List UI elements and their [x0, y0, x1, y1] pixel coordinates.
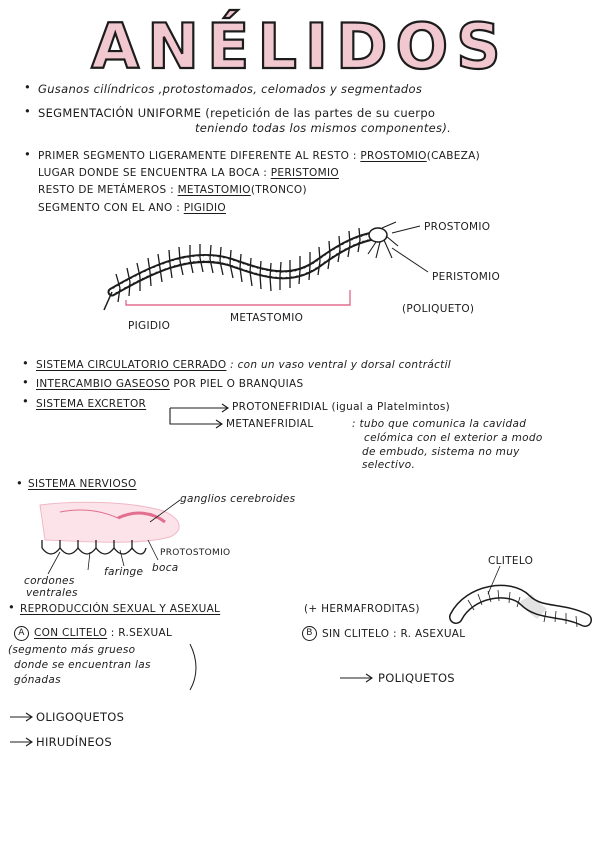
segment-text: (TRONCO) [250, 184, 307, 196]
poliquetos-label: POLIQUETOS [378, 671, 455, 685]
excretory-term: SISTEMA EXCRETOR [36, 398, 147, 410]
label-metastomio: METASTOMIO [230, 312, 304, 324]
option-b-desc: : R. ASEXUAL [392, 628, 466, 640]
label-prostomio: PROSTOMIO [424, 221, 491, 233]
option-b-label: SIN CLITELO [322, 628, 390, 640]
option-a-mark: A [14, 626, 29, 641]
segment-line-3: RESTO DE METÁMEROS : METASTOMIO(TRONCO) [38, 184, 307, 196]
option-b-mark: B [302, 626, 317, 641]
option-a-desc: : R.SEXUAL [110, 627, 173, 639]
bullet-dot: • [22, 375, 30, 389]
excretory-proto: PROTONEFRIDIAL (igual a Platelmintos) [232, 401, 451, 413]
bullet-dot: • [24, 147, 32, 161]
option-a-note-3: gónadas [14, 674, 61, 686]
gas-exchange-term: INTERCAMBIO GASEOSO [36, 378, 170, 390]
excretory-meta: METANEFRIDIAL [226, 418, 314, 430]
gas-exchange-desc: POR PIEL O BRANQUIAS [173, 378, 304, 390]
label-protostomio: PROTOSTOMIO [160, 548, 231, 558]
label-cordones-1: cordones [24, 575, 75, 587]
intro-line2a: SEGMENTACIÓN UNIFORME (repetición de las… [38, 106, 436, 120]
label-poliqueto: (POLIQUETO) [402, 303, 475, 315]
hirudineos-label: HIRUDÍNEOS [36, 735, 112, 749]
label-cordones-2: ventrales [26, 587, 78, 599]
bullet-dot: • [24, 80, 32, 94]
segment-text: LUGAR DONDE SE ENCUENTRA LA BOCA : [38, 167, 268, 179]
gas-exchange-line: INTERCAMBIO GASEOSO POR PIEL O BRANQUIAS [36, 378, 304, 390]
label-clitelo: CLITELO [488, 555, 534, 567]
option-b-line: SIN CLITELO : R. ASEXUAL [322, 628, 465, 640]
segment-text: (CABEZA) [426, 150, 481, 162]
metastomio-term: METASTOMIO [177, 184, 251, 196]
bullet-dot: • [16, 476, 24, 490]
oligoquetos-label: OLIGOQUETOS [36, 710, 125, 724]
nervous-title: SISTEMA NERVIOSO [28, 478, 137, 490]
circulatory-desc: : con un vaso ventral y dorsal contrácti… [230, 359, 452, 371]
excretory-meta-desc-2: celómica con el exterior a modo [364, 432, 543, 444]
intro-line1: Gusanos cilíndricos ,protostomados, celo… [38, 82, 423, 96]
bullet-dot: • [22, 394, 30, 408]
option-a-label: CON CLITELO [34, 627, 108, 639]
excretory-meta-desc-4: selectivo. [362, 459, 416, 471]
page-title: ANÉLIDOS [91, 10, 509, 83]
label-pigidio: PIGIDIO [128, 320, 171, 332]
circulatory-term: SISTEMA CIRCULATORIO CERRADO [36, 359, 227, 371]
bullet-dot: • [22, 356, 30, 370]
segment-text: RESTO DE METÁMEROS : [38, 184, 174, 196]
label-boca: boca [152, 562, 179, 574]
circulatory-line: SISTEMA CIRCULATORIO CERRADO : con un va… [36, 359, 451, 371]
label-ganglios: ganglios cerebroides [180, 493, 296, 505]
option-a-note-1: (segmento más grueso [8, 644, 136, 656]
segment-line-4: SEGMENTO CON EL ANO : PIGIDIO [38, 202, 226, 214]
option-a-note-2: donde se encuentran las [14, 659, 151, 671]
segment-text: PRIMER SEGMENTO LIGERAMENTE DIFERENTE AL… [38, 150, 357, 162]
label-peristomio: PERISTOMIO [432, 271, 501, 283]
segment-text: SEGMENTO CON EL ANO : [38, 202, 181, 214]
option-a-line: CON CLITELO : R.SEXUAL [34, 627, 172, 639]
segment-line-2: LUGAR DONDE SE ENCUENTRA LA BOCA : PERIS… [38, 167, 339, 179]
intro-line2b: teniendo todas los mismos componentes). [195, 121, 452, 135]
prostomio-term: PROSTOMIO [360, 150, 427, 162]
label-faringe: faringe [104, 566, 144, 578]
bullet-dot: • [24, 104, 32, 118]
segment-line-1: PRIMER SEGMENTO LIGERAMENTE DIFERENTE AL… [38, 150, 480, 162]
excretory-meta-desc-3: de embudo, sistema no muy [362, 446, 520, 458]
peristomio-term: PERISTOMIO [270, 167, 339, 179]
bullet-dot: • [8, 600, 16, 614]
repro-herma: (+ HERMAFRODITAS) [304, 603, 420, 615]
pigidio-term: PIGIDIO [183, 202, 226, 214]
excretory-meta-desc-1: : tubo que comunica la cavidad [352, 418, 527, 430]
repro-title: REPRODUCCIÓN SEXUAL Y ASEXUAL [20, 603, 221, 615]
title-art: ANÉLIDOS [90, 9, 509, 84]
